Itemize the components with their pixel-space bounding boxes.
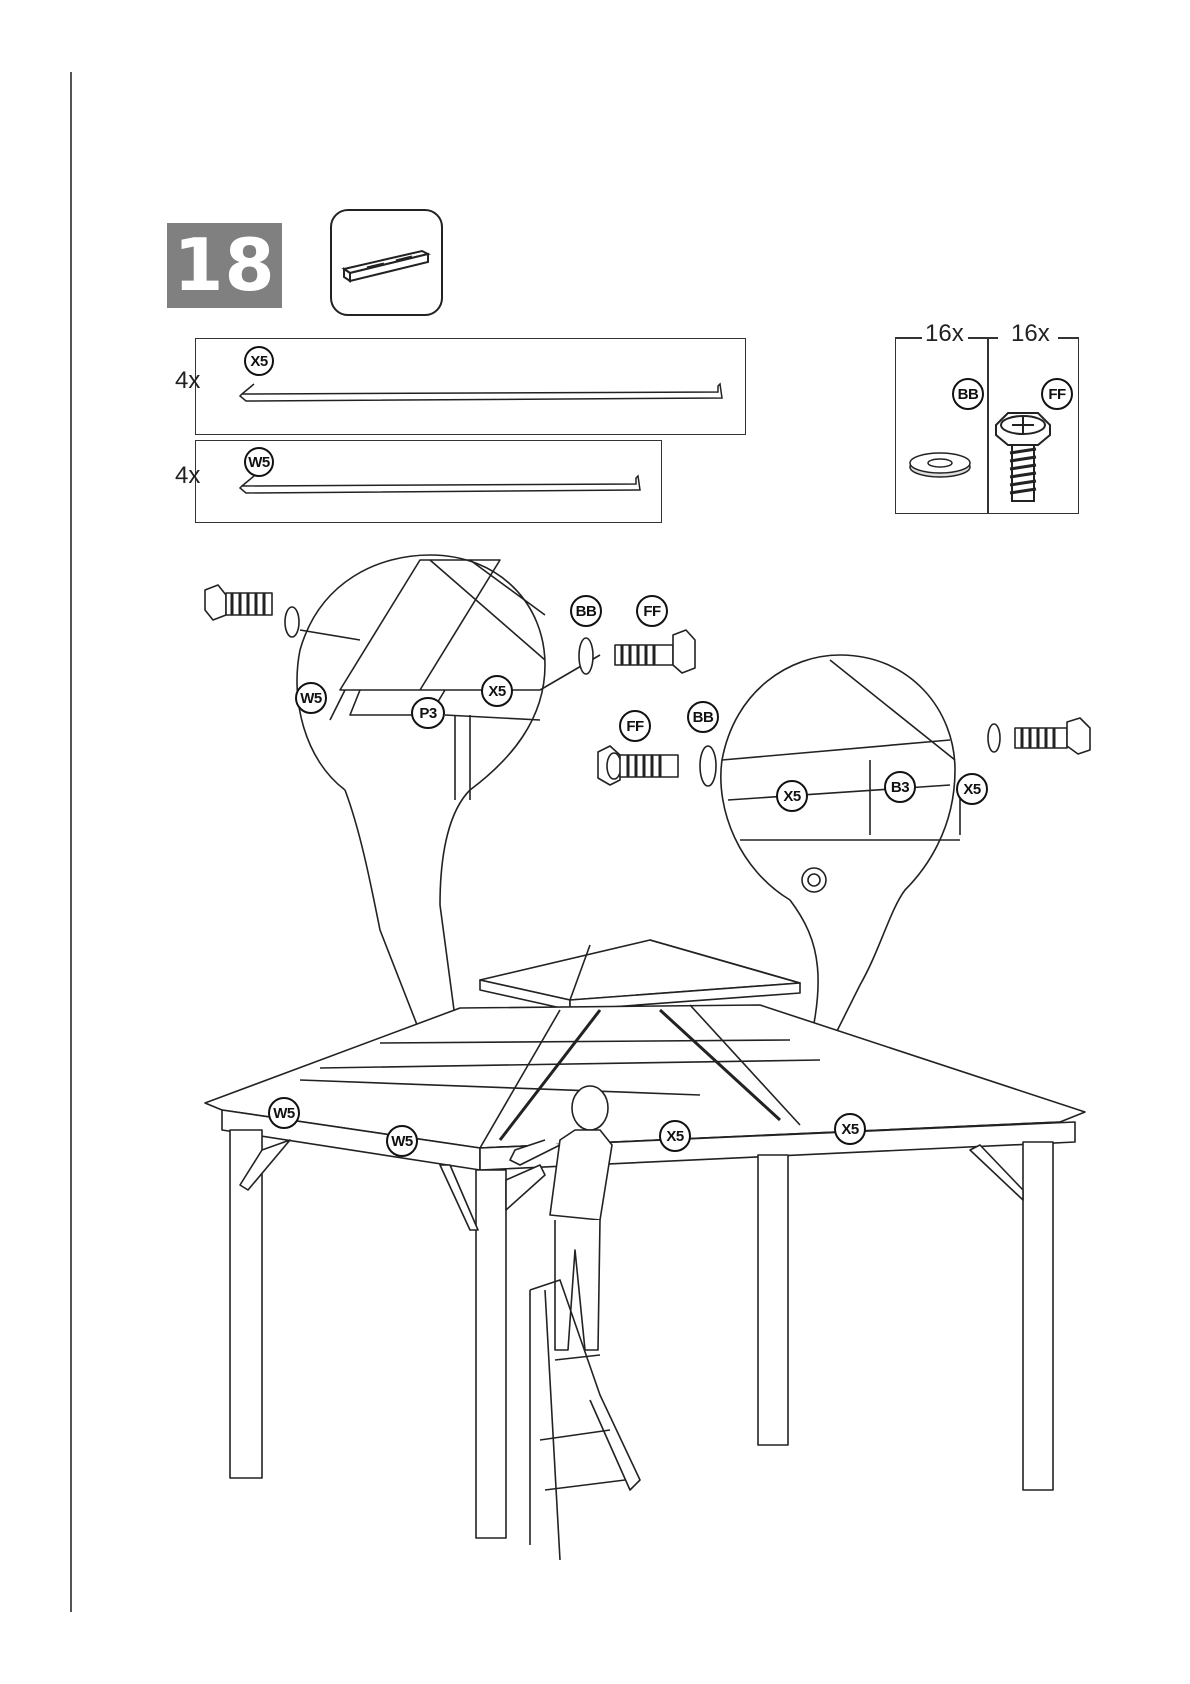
detail-left-label-w5: W5	[294, 681, 328, 715]
hex-bolt-icon	[988, 405, 1058, 510]
beam-part-icon-box	[330, 209, 443, 316]
detail-right-label-x5: X5	[775, 779, 809, 813]
detail-left-label-p3: P3	[410, 696, 446, 730]
detail-right-label-bb: BB	[686, 700, 720, 734]
main-label-w5-front: W5	[385, 1124, 419, 1158]
part-label-x5: X5	[243, 345, 275, 377]
right-detail-washer-right	[988, 724, 1000, 752]
main-label-w5-left: W5	[267, 1096, 301, 1130]
gazebo-assembly-illustration	[0, 540, 1190, 1560]
detail-left-label-ff: FF	[635, 594, 669, 628]
detail-right-label-x5-2: X5	[955, 772, 989, 806]
left-detail-bolt-ff-head	[673, 630, 695, 673]
beam-icon	[332, 211, 440, 313]
left-detail-bolt-head	[205, 585, 226, 620]
right-detail-bolt-head	[1067, 718, 1090, 754]
hardware-qty-bb: 16x	[922, 320, 967, 348]
part-qty-x5: 4x	[175, 367, 200, 395]
gazebo-post-front-center	[476, 1170, 506, 1538]
left-detail-bolt-ff-shaft	[615, 645, 673, 665]
washer-icon	[905, 445, 975, 485]
detail-right-label-ff: FF	[618, 709, 652, 743]
main-label-x5-center: X5	[658, 1119, 692, 1153]
left-detail-washer	[285, 607, 299, 637]
rafter-x5-drawing	[230, 380, 730, 410]
detail-left-label-x5: X5	[480, 674, 514, 708]
right-detail-washer-bb	[700, 746, 716, 786]
detail-right-label-b3: B3	[883, 770, 917, 804]
gazebo-post-back	[758, 1155, 788, 1445]
main-label-x5-right: X5	[833, 1112, 867, 1146]
hardware-qty-ff: 16x	[1008, 320, 1053, 348]
part-qty-w5: 4x	[175, 462, 200, 490]
left-detail-washer-bb	[579, 638, 593, 674]
gazebo-post-right	[1023, 1142, 1053, 1490]
hardware-label-bb: BB	[951, 377, 985, 411]
right-detail-beam	[722, 660, 960, 840]
detail-left-label-bb: BB	[569, 594, 603, 628]
rafter-w5-drawing	[230, 472, 650, 502]
step-number-badge: 18	[167, 223, 282, 308]
